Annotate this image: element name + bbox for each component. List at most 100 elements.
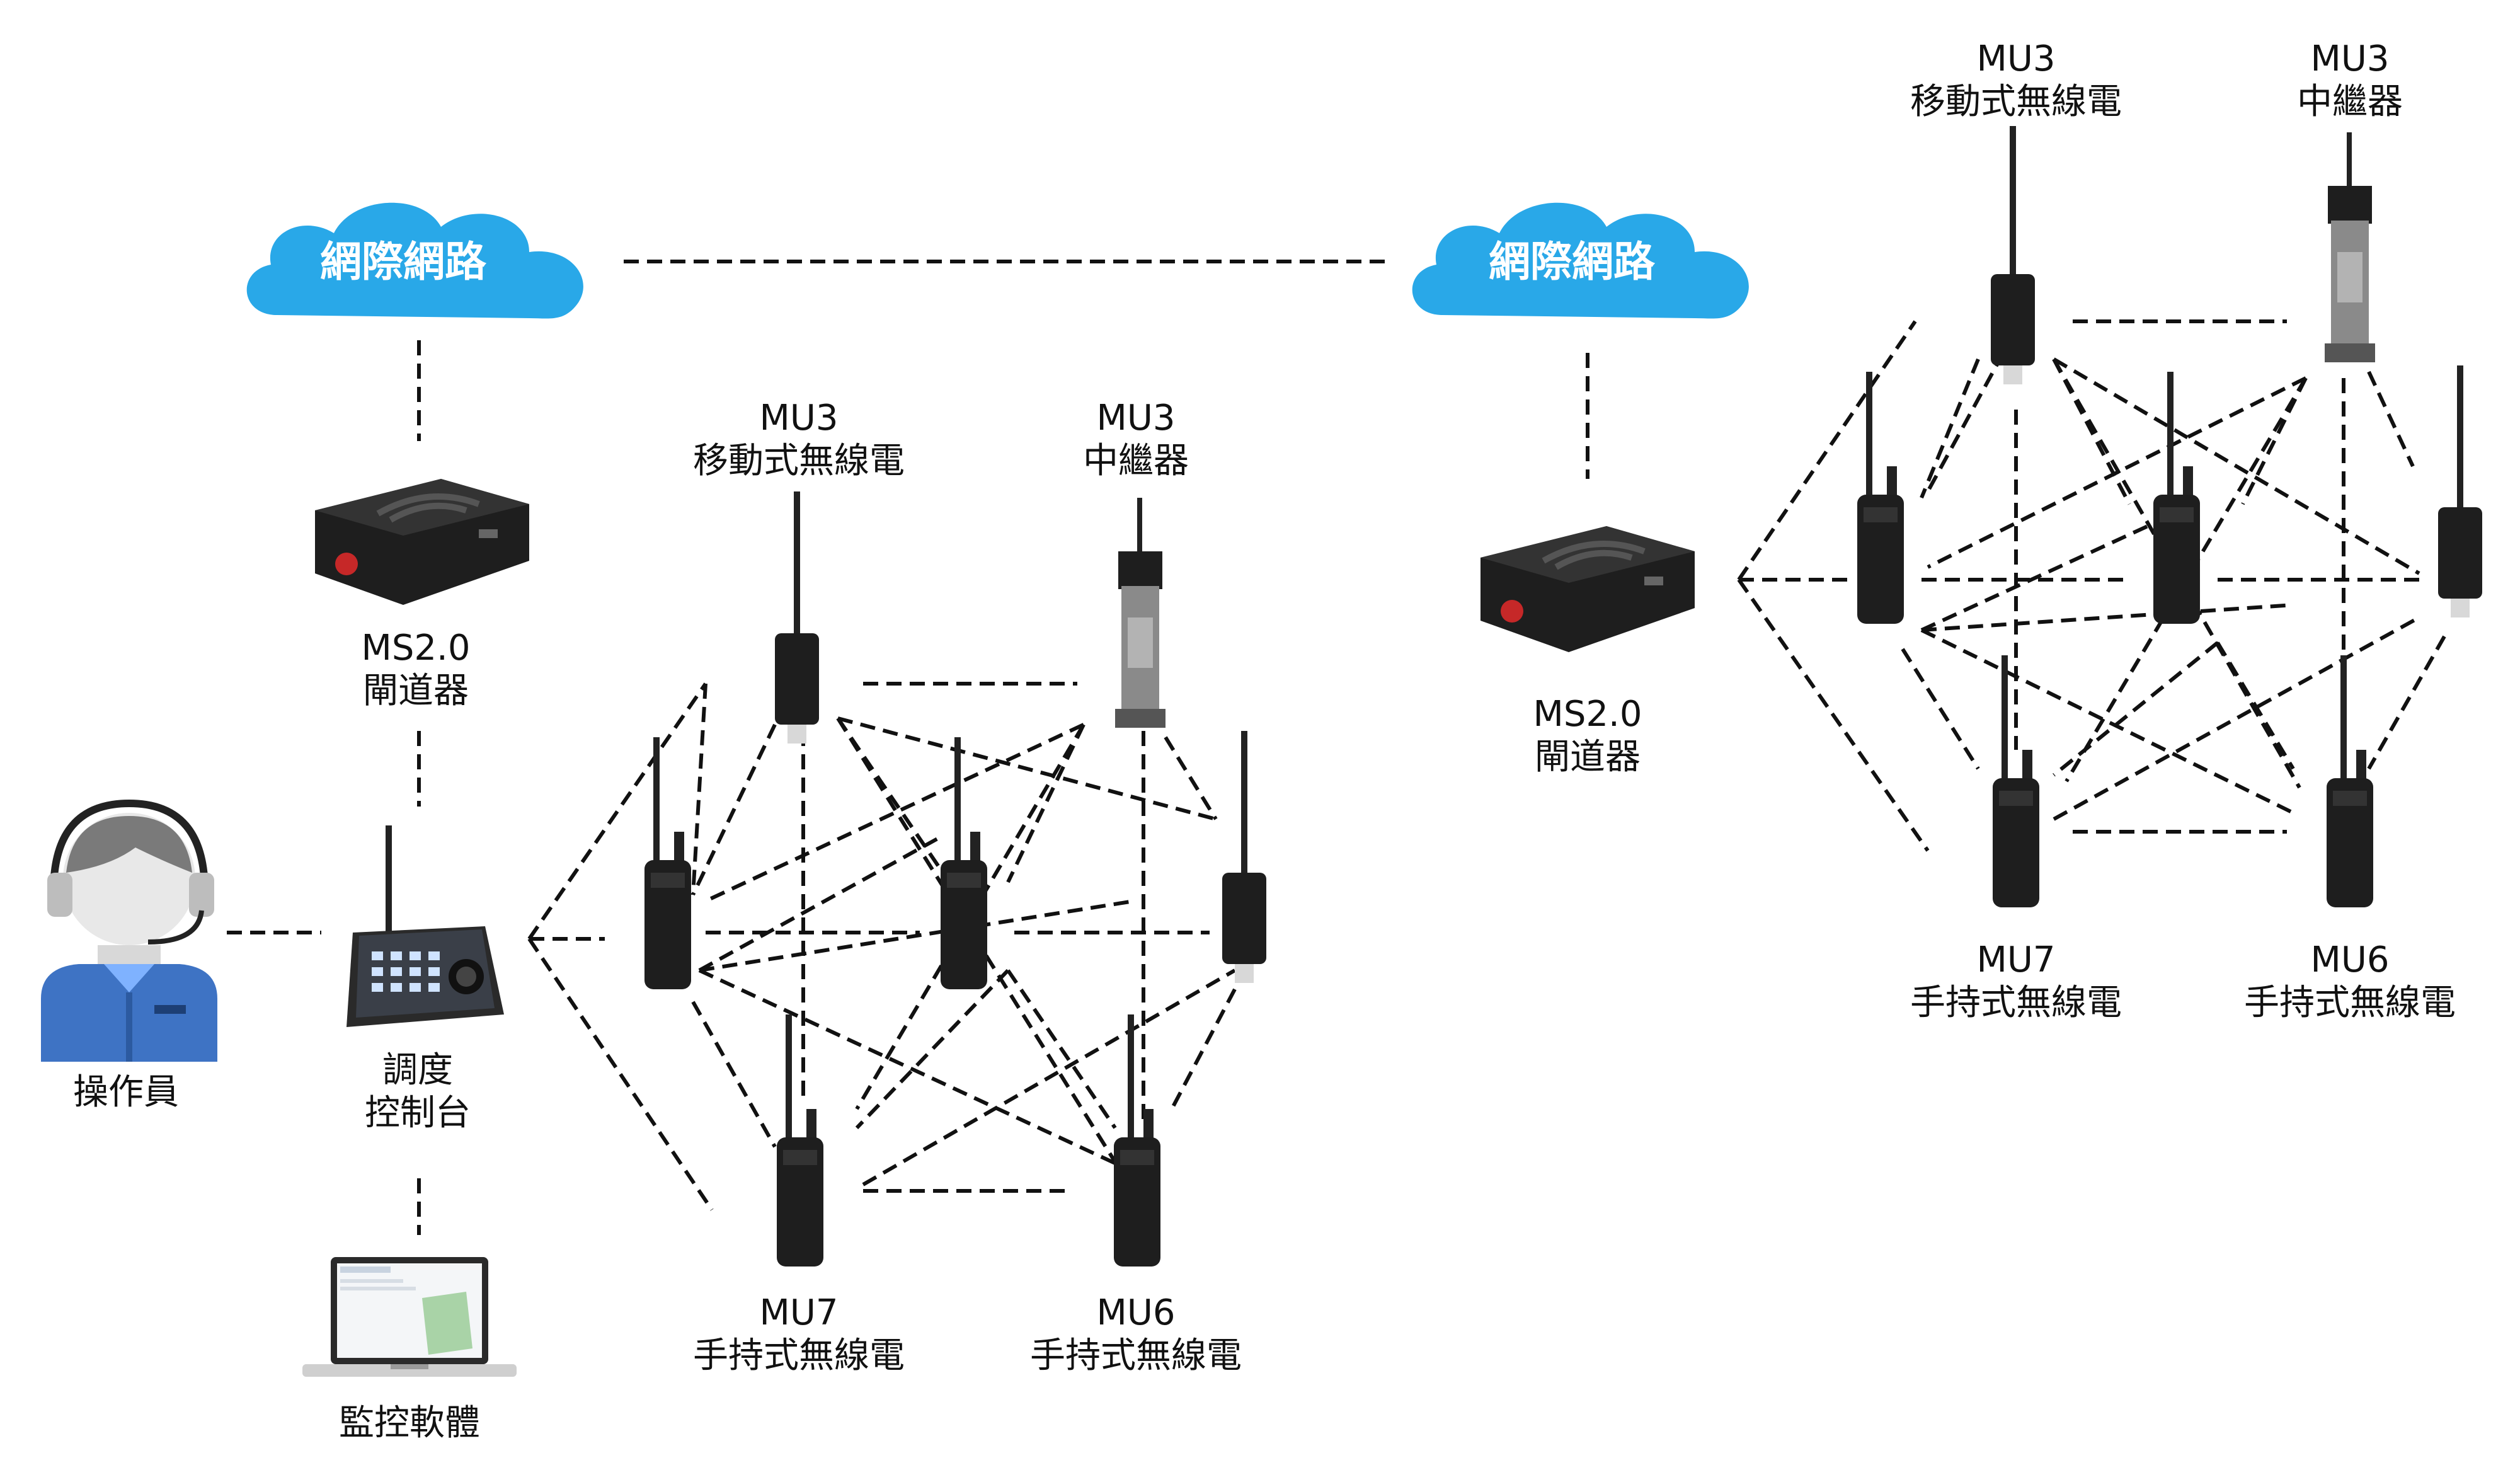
handheld-radio-icon	[941, 737, 987, 989]
line2-text: 控制台	[365, 1093, 471, 1134]
repeater-left-label: MU3 中繼器	[1083, 397, 1189, 483]
mobile-radio-left-label: MU3 移動式無線電	[693, 397, 905, 483]
laptop	[302, 1254, 517, 1389]
repeater-icon	[1115, 498, 1166, 728]
operator-label: 操作員	[73, 1072, 179, 1113]
type-text: 手持式無線電	[2244, 982, 2456, 1023]
line1-text: 調度	[382, 1050, 453, 1091]
model-text: MS2.0	[1533, 694, 1642, 735]
mobile-radio-secondary	[1216, 731, 1273, 992]
model-text: MU3	[759, 398, 839, 439]
mobile-radio-icon	[1991, 126, 2035, 384]
type-text: 閘道器	[1534, 737, 1641, 778]
connection-line	[1006, 723, 1085, 883]
connection-line	[862, 968, 1236, 1186]
connection-line	[1164, 736, 1218, 820]
gateway-device-icon	[315, 479, 529, 605]
connection-line	[837, 716, 1217, 821]
gateway-device-icon	[1480, 526, 1695, 652]
connection-line	[691, 683, 707, 895]
type-text: 中繼器	[1083, 440, 1189, 481]
connection-line	[691, 1001, 777, 1148]
connection-line	[2216, 641, 2295, 770]
model-text: MU6	[2310, 939, 2390, 980]
connection-line	[2053, 357, 2420, 575]
handheld-radio-icon	[1114, 1014, 1160, 1267]
operator	[35, 791, 217, 1064]
handheld-radio-mu6-right	[2322, 655, 2378, 916]
connection-line	[1737, 578, 1930, 852]
connection-line	[1920, 521, 2156, 632]
handheld-radio-mu7-left	[772, 1014, 828, 1275]
handheld-radio	[639, 737, 696, 998]
connection-line	[1927, 376, 2307, 569]
gateway-left-label: MS2.0 閘道器	[362, 627, 471, 713]
handheld-mu6-right-label: MU6 手持式無線電	[2244, 939, 2456, 1025]
laptop-label: 監控軟體	[339, 1403, 480, 1444]
handheld-mu7-right-label: MU7 手持式無線電	[1910, 939, 2122, 1025]
connection-line	[1170, 988, 1237, 1110]
connection-line	[1921, 603, 2294, 632]
connection-line	[691, 723, 777, 896]
dispatch-console-icon	[346, 825, 504, 1027]
handheld-radio-icon	[2327, 655, 2373, 907]
operator-headset-icon	[41, 799, 217, 1062]
connection-line	[527, 682, 707, 940]
handheld-radio-icon	[777, 1014, 823, 1267]
cloud-label: 網際網路	[1489, 238, 1655, 286]
handheld-radio-icon	[644, 737, 691, 989]
handheld-radio-icon	[1993, 655, 2039, 907]
type-text: 移動式無線電	[1910, 81, 2122, 122]
internet-cloud-right: 網際網路	[1399, 189, 1770, 334]
type-text: 手持式無線電	[1910, 982, 2122, 1023]
model-text: MU3	[1976, 38, 2056, 79]
connection-line	[698, 968, 1135, 1174]
repeater-right-label: MU3 中繼器	[2297, 38, 2403, 123]
connection-line	[1920, 358, 1980, 499]
model-text: MU6	[1096, 1292, 1176, 1333]
gateway-right-label: MS2.0 閘道器	[1533, 693, 1642, 779]
cloud-label: 網際網路	[320, 238, 486, 286]
connection-line	[1006, 969, 1117, 1129]
model-text: MU7	[759, 1292, 839, 1333]
console-label: 調度 控制台	[365, 1049, 471, 1135]
type-text: 手持式無線電	[693, 1335, 905, 1376]
dispatch-console	[334, 825, 504, 1036]
model-text: MU7	[1976, 939, 2056, 980]
connection-line	[527, 938, 714, 1211]
connection-line	[2367, 370, 2415, 468]
laptop-icon	[302, 1257, 517, 1377]
gateway-left	[302, 454, 536, 620]
connection-line	[1737, 320, 1917, 581]
type-text: 閘道器	[362, 670, 469, 711]
handheld-radio-icon	[1857, 372, 1904, 624]
model-text: MS2.0	[361, 628, 471, 669]
handheld-radio	[2148, 372, 2205, 633]
mobile-radio-icon	[1222, 731, 1266, 983]
handheld-mu7-left-label: MU7 手持式無線電	[693, 1292, 905, 1377]
cloud-icon	[246, 202, 583, 319]
mobile-radio-icon	[2438, 365, 2482, 618]
handheld-radio-icon	[2153, 372, 2200, 624]
handheld-radio	[936, 737, 992, 998]
handheld-mu6-left-label: MU6 手持式無線電	[1030, 1292, 1242, 1377]
connection-line	[2241, 377, 2308, 505]
model-text: MU3	[2310, 38, 2390, 79]
mobile-radio-icon	[775, 491, 819, 744]
connection-line	[2053, 641, 2219, 777]
model-text: MU3	[1096, 398, 1176, 439]
type-text: 手持式無線電	[1030, 1335, 1242, 1376]
repeater-left	[1109, 498, 1172, 740]
internet-cloud-left: 網際網路	[233, 189, 605, 334]
mobile-radio-left	[769, 491, 825, 752]
mobile-radio-right-label: MU3 移動式無線電	[1910, 38, 2122, 123]
connection-line	[1920, 628, 2294, 815]
repeater-right	[2318, 132, 2381, 374]
gateway-right	[1468, 501, 1701, 667]
handheld-radio	[1852, 372, 1909, 633]
repeater-icon	[2325, 132, 2375, 362]
connection-line	[1901, 648, 1980, 770]
connection-line	[855, 968, 1010, 1130]
mobile-radio-right	[1984, 126, 2041, 393]
